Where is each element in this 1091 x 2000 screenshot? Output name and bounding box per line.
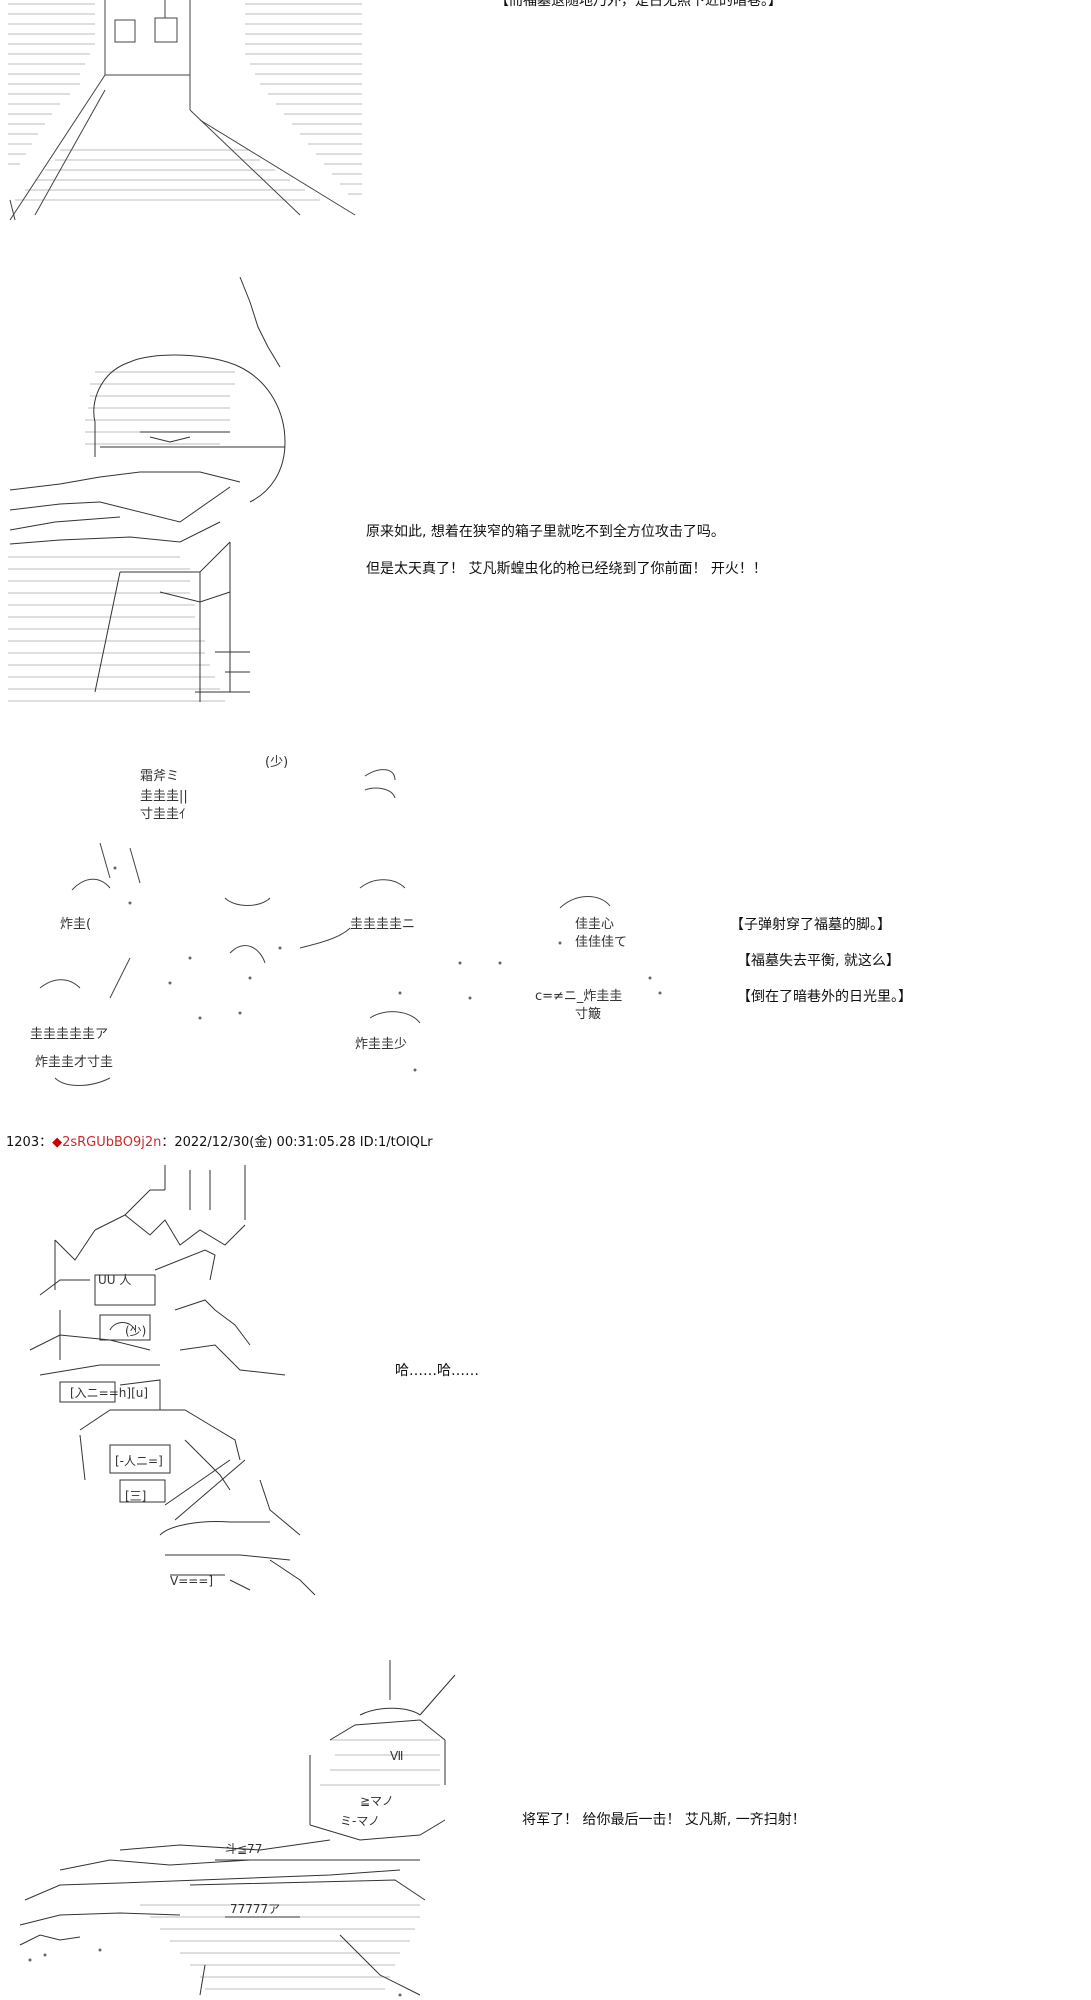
svg-text:[-人ニ=]: [-人ニ=] bbox=[115, 1454, 163, 1468]
sfx-12: 寸簸 bbox=[575, 1007, 601, 1022]
narration-line-5: 将军了！ 给你最后一击！ 艾凡斯, 一齐扫射！ bbox=[522, 1812, 806, 1828]
narration-line-2b: 但是太天真了！ 艾凡斯蝗虫化的枪已经绕到了你前面！ 开火！！ bbox=[366, 561, 767, 577]
narration-line-3c: 【倒在了暗巷外的日光里。】 bbox=[737, 989, 912, 1005]
sfx-7: 圭圭圭圭ニ bbox=[350, 917, 415, 932]
gunfire-artwork: 霜斧ミ 圭圭圭|| 寸圭圭ｲ 炸圭( 圭圭圭圭圭ア 炸圭圭才寸圭 圭圭圭圭ニ 炸… bbox=[0, 748, 700, 1118]
narration-line-4: 哈……哈…… bbox=[395, 1363, 479, 1379]
post-trip[interactable]: 2sRGUbBO9j2n bbox=[62, 1135, 162, 1150]
sfx-gun-1: 斗≦77 bbox=[225, 1842, 262, 1856]
sfx-2: 圭圭圭|| bbox=[140, 789, 188, 804]
sfx-9: 佳圭心 bbox=[575, 917, 614, 932]
sfx-6: 炸圭圭才寸圭 bbox=[35, 1055, 113, 1070]
sfx-13: (少) bbox=[265, 755, 288, 770]
sfx-gun-2: 77777ア bbox=[230, 1902, 280, 1916]
sfx-1: 霜斧ミ bbox=[140, 769, 179, 784]
armored-figure-artwork: UU 人 (少) [入ニ==h][u] [-人ニ=] [三] V===] bbox=[0, 1160, 330, 1600]
svg-text:[三]: [三] bbox=[125, 1489, 146, 1503]
gunner-artwork: 斗≦77 77777ア ミ-マノ ≧マノ Ⅶ bbox=[0, 1655, 500, 2000]
figure-box-artwork bbox=[0, 272, 300, 707]
sfx-robot: (少) bbox=[125, 1324, 146, 1338]
sfx-8: 炸圭圭少 bbox=[355, 1037, 407, 1052]
trip-diamond: ◆ bbox=[52, 1135, 63, 1150]
svg-text:Ⅶ: Ⅶ bbox=[390, 1749, 403, 1763]
sfx-4: 炸圭( bbox=[60, 917, 91, 932]
sfx-gun-3: ミ-マノ bbox=[340, 1814, 380, 1828]
post-datetime: ：2022/12/30(金) 00:31:05.28 ID:1/tOIQLr bbox=[161, 1135, 433, 1150]
post-header: 1203：◆2sRGUbBO9j2n：2022/12/30(金) 00:31:0… bbox=[6, 1131, 433, 1150]
narration-line-2a: 原来如此, 想着在狭窄的箱子里就吃不到全方位攻击了吗。 bbox=[366, 524, 725, 540]
sfx-3: 寸圭圭ｲ bbox=[140, 807, 186, 822]
sfx-11: c=≠ニ_炸圭圭 bbox=[535, 989, 622, 1004]
top-caption: 【而福墓退随地乃外，是古无照下近的暗巷。】 bbox=[495, 0, 782, 9]
svg-text:V===]: V===] bbox=[170, 1574, 213, 1588]
svg-text:[入ニ==h][u]: [入ニ==h][u] bbox=[70, 1386, 148, 1400]
narration-line-3b: 【福墓失去平衡, 就这么】 bbox=[737, 953, 900, 969]
post-number: 1203 bbox=[6, 1135, 40, 1150]
narration-line-3a: 【子弹射穿了福墓的脚。】 bbox=[730, 917, 891, 933]
sfx-5: 圭圭圭圭圭ア bbox=[30, 1027, 108, 1042]
post-separator: ： bbox=[39, 1135, 53, 1150]
svg-text:UU 人: UU 人 bbox=[98, 1273, 131, 1287]
sfx-gun-4: ≧マノ bbox=[360, 1794, 394, 1808]
sfx-10: 佳佳佳て bbox=[575, 935, 627, 950]
alley-artwork bbox=[0, 0, 370, 225]
